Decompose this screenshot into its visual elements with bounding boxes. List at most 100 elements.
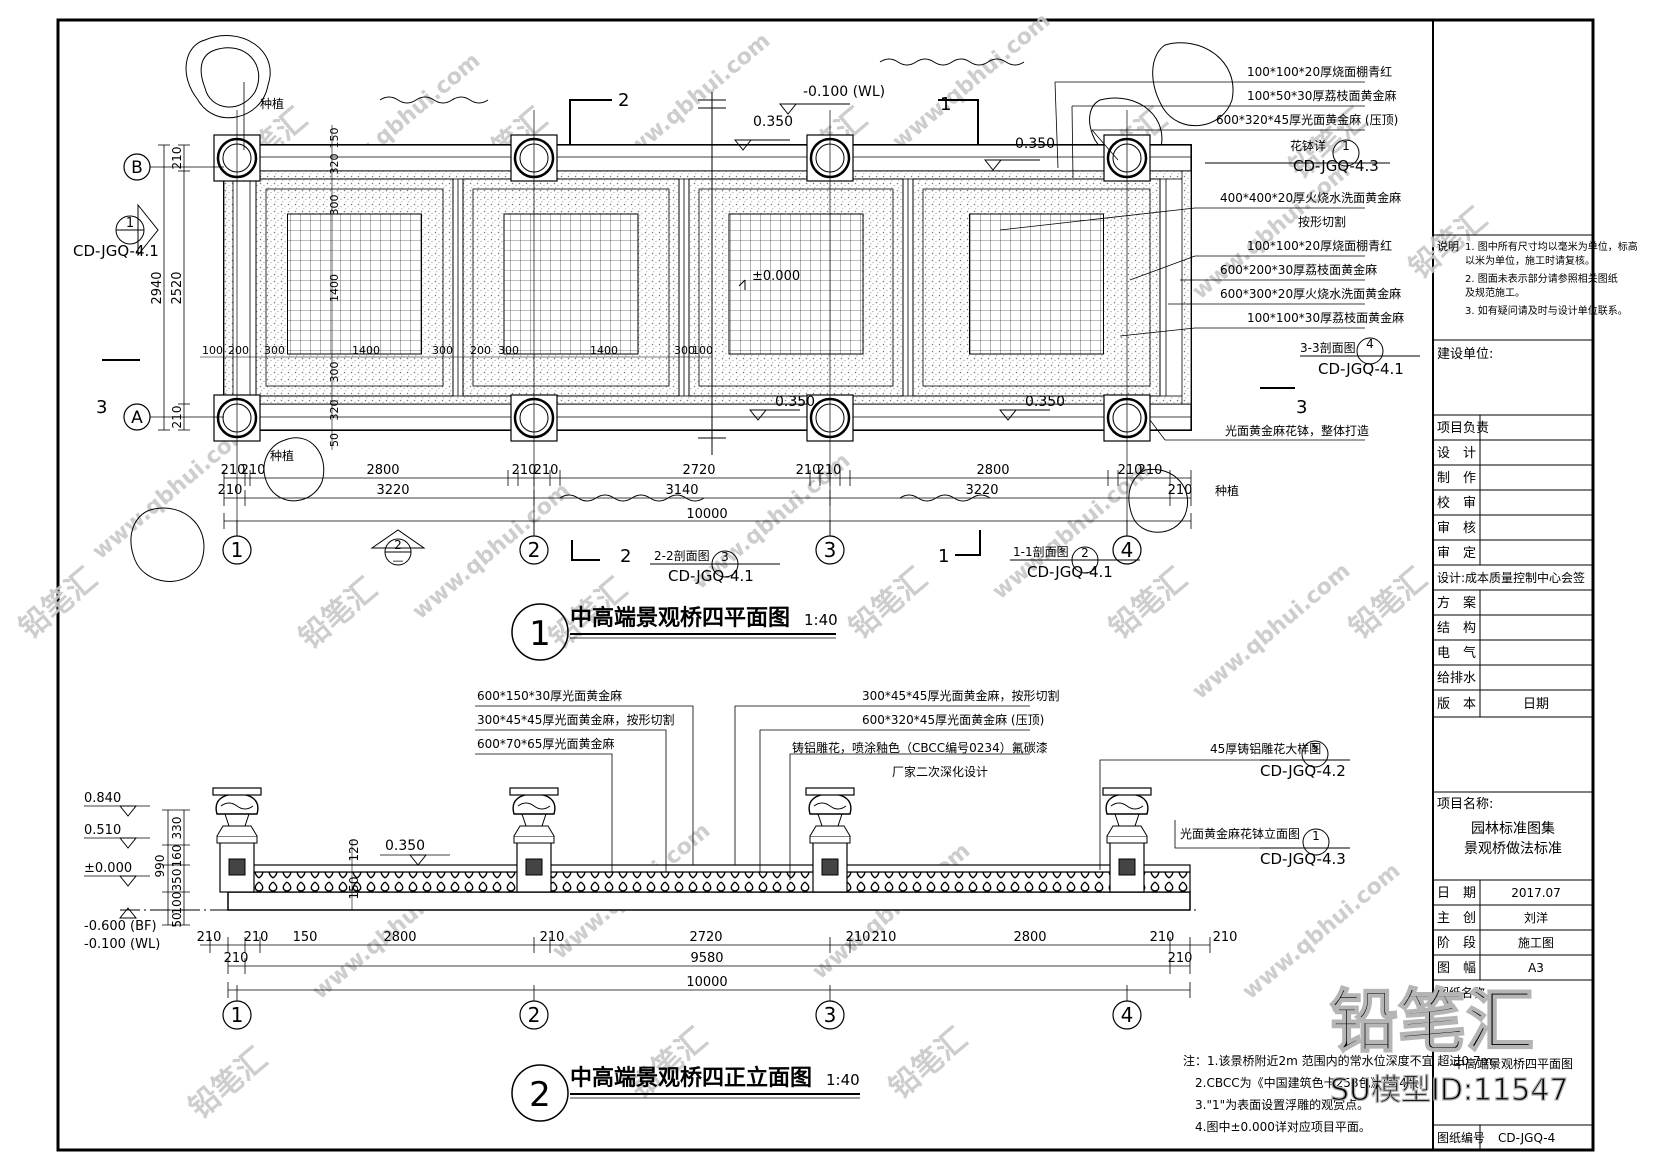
svg-text:1: 1 [231, 1003, 244, 1027]
svg-text:2: 2 [528, 538, 541, 562]
tb-row-label: 设 计 [1437, 446, 1476, 461]
material-note: 光面黄金麻花钵，整体打造 [1225, 423, 1369, 438]
tb-info-key: 阶 段 [1437, 936, 1476, 951]
axis-bubble: 4 [1112, 985, 1142, 1030]
notes-line: 2. 图面未表示部分请参照相关图纸 [1465, 272, 1618, 285]
level-label: ±0.000 [84, 861, 132, 876]
dim-left: 210 [170, 147, 184, 170]
callout-label: 1-1剖面图 [1013, 545, 1069, 559]
watermark-site: www.qbhui.com [988, 458, 1156, 604]
dim-label: 210 [1150, 930, 1175, 945]
callout-code: CD-JGQ-4.1 [668, 567, 754, 585]
dim-v: 50 [170, 912, 184, 927]
callout-code: CD-JGQ-4.1 [1027, 563, 1113, 581]
dim-label: 2800 [366, 463, 399, 478]
note-line: 注：1.该景桥附近2m 范围内的常水位深度不宜 超过0.7m。 [1183, 1053, 1504, 1068]
dim-label: 210 [1138, 463, 1163, 478]
plan-deck-panel [912, 178, 1161, 397]
dim-inner: 320 [328, 400, 341, 421]
callout-label: 花钵详 [1290, 138, 1326, 153]
general-notes: 注：1.该景桥附近2m 范围内的常水位深度不宜 超过0.7m。 2.CBCC为《… [1183, 1053, 1504, 1134]
design-unit: 设计:成本质量控制中心会签 [1437, 570, 1585, 585]
level-label: 0.840 [84, 791, 121, 806]
note-line: 3."1"为表面设置浮雕的观赏点。 [1195, 1097, 1369, 1112]
tb-row-label: 制 作 [1437, 471, 1476, 486]
dim-label: 210 [534, 463, 559, 478]
callout-label: 3-3剖面图 [1300, 341, 1356, 355]
dim-v: 990 [153, 855, 167, 878]
dim-v: 150 [347, 877, 361, 900]
dim-inner: 1400 [352, 344, 380, 357]
tb-row-label: 校 审 [1437, 495, 1476, 511]
material-note: 300*45*45厚光面黄金麻，按形切割 [477, 712, 674, 727]
section-mark: 1 [938, 546, 949, 567]
level-label: 0.350 [1025, 394, 1065, 410]
watermark-logo: 铅笔汇 [183, 1041, 274, 1126]
axis-bubble: 3 [815, 520, 845, 565]
callout-label: 光面黄金麻花钵立面图 [1180, 826, 1300, 841]
elevation-post [805, 787, 855, 893]
level-label: 0.350 [775, 394, 815, 410]
callout-code: CD-JGQ-4.1 [73, 242, 159, 260]
callout-num: 2 [1081, 546, 1089, 560]
watermark-logo: 铅笔汇 [843, 561, 934, 646]
plant-label: 种植 [1215, 483, 1239, 498]
watermark-site: www.qbhui.com [888, 8, 1056, 154]
dim-inner: 300 [328, 362, 341, 383]
dim-inner: 1400 [328, 274, 341, 302]
dim-left: 2520 [170, 271, 185, 304]
material-note: 400*400*20厚火烧水洗面黄金麻 [1220, 190, 1401, 205]
plan-number: 1 [529, 614, 551, 654]
plan-view: 0.350 0.350 0.350 0.350 ±0.000 -0.100 (W… [73, 64, 1420, 661]
level-label: ±0.000 [752, 269, 800, 284]
dim-label: 210 [872, 930, 897, 945]
dim-label: 9580 [690, 951, 723, 966]
level-label: 0.350 [385, 838, 425, 854]
elevation-number: 2 [529, 1075, 551, 1115]
plan-deck-panel [255, 178, 459, 397]
level-label: 0.350 [753, 114, 793, 130]
dim-v: 350 [170, 869, 184, 892]
sheet-no: CD-JGQ-4 [1498, 1131, 1555, 1145]
dim-inner: 100 [202, 344, 223, 357]
dim-inner: 300 [674, 344, 695, 357]
dim-label: 3220 [376, 483, 409, 498]
callout-code: CD-JGQ-4.1 [1318, 360, 1404, 378]
plan-scale: 1:40 [804, 611, 838, 629]
dim-label: 3220 [965, 483, 998, 498]
notes-line: 1. 图中所有尺寸均以毫米为单位，标高 [1465, 240, 1638, 253]
level-label: -0.100 (WL) [84, 937, 160, 952]
dim-label: 210 [540, 930, 565, 945]
dim-label: 210 [1118, 463, 1143, 478]
material-note: 100*100*20厚烧面棚青红 [1247, 64, 1392, 79]
callout-num: 4 [1366, 337, 1374, 351]
material-note: 600*300*20厚火烧水洗面黄金麻 [1220, 286, 1401, 301]
notes-line: 以米为单位，施工时请复核。 [1465, 254, 1595, 267]
dim-label: 210 [1213, 930, 1238, 945]
logo-watermark: 铅笔汇 [1330, 983, 1534, 1062]
callout-num: 3 [721, 550, 729, 564]
dim-label: 210 [796, 463, 821, 478]
level-label: 0.510 [84, 823, 121, 838]
dim-left-total: 2940 [150, 271, 165, 304]
watermark-site: www.qbhui.com [408, 478, 576, 624]
dim-label: 210 [817, 463, 842, 478]
sheet-frame [56, 18, 1595, 1152]
dim-inner: 200 [228, 344, 249, 357]
notes-line: 及规范施工。 [1465, 286, 1525, 299]
callout-num: 1 [1342, 139, 1350, 153]
axis-bubble: 1 [222, 520, 252, 565]
title-block: 说明 1. 图中所有尺寸均以毫米为单位，标高 以米为单位，施工时请复核。 2. … [1433, 234, 1638, 1150]
tb-row-label: 结 构 [1437, 621, 1476, 636]
dim-label: 3140 [665, 483, 698, 498]
row-label-b: B [131, 158, 143, 178]
owner-label: 建设单位: [1437, 347, 1493, 362]
watermark-logo: 铅笔汇 [293, 571, 384, 656]
dim-label: 210 [197, 930, 222, 945]
tb-info-value: A3 [1528, 961, 1544, 975]
dim-label: 150 [293, 930, 318, 945]
dim-label: 210 [241, 463, 266, 478]
dim-left: 210 [170, 406, 184, 429]
svg-text:3: 3 [824, 538, 837, 562]
dim-inner: 320 [328, 154, 341, 175]
